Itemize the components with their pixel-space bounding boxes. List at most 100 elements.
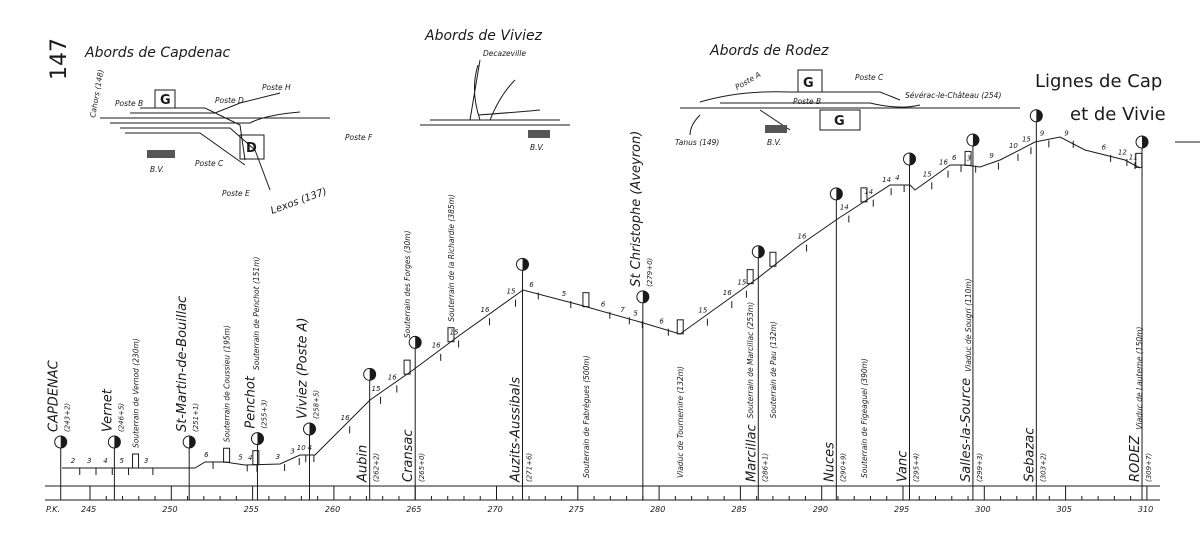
- inset-label: Poste F: [345, 133, 373, 142]
- structure-label: Viaduc de Tournemire (132m): [676, 366, 685, 478]
- station-pk: (271+6): [526, 453, 534, 482]
- axis-tick-label: 250: [162, 505, 177, 514]
- inset-label: Poste C: [195, 159, 224, 168]
- station-half-disc: [522, 258, 529, 271]
- gradient-value: 3: [276, 453, 280, 461]
- gradient-value: 9: [989, 152, 994, 160]
- gradient-value: 14: [840, 204, 849, 212]
- station-half-disc: [415, 336, 422, 349]
- gradient-value: 12: [1118, 148, 1127, 156]
- station: Sebazac(303+2): [1022, 109, 1047, 500]
- station: Viviez (Poste A)(258+5): [296, 317, 321, 500]
- gradient-value: 16: [432, 342, 441, 350]
- station-name: Sebazac: [1022, 428, 1037, 482]
- gradient-value: 15: [1022, 135, 1031, 143]
- station-name: Nuces: [822, 442, 837, 482]
- station-pk: (243+2): [64, 403, 72, 432]
- station-name: Salles-la-Source: [959, 378, 974, 482]
- title-line-1: Lignes de Cap: [1035, 71, 1162, 92]
- axis-tick-label: 290: [813, 505, 828, 514]
- station: Cransac(265+0): [401, 335, 426, 500]
- station-pk: (258+5): [313, 390, 321, 419]
- inset-label: G: [160, 93, 171, 108]
- station-name: St Christophe (Aveyron): [629, 131, 644, 287]
- gradient-value: 16: [388, 373, 397, 381]
- station: St Christophe (Aveyron)(279+0): [629, 131, 654, 500]
- station-pk: (251+1): [192, 403, 200, 432]
- station-pk: (246+5): [117, 403, 125, 432]
- station-half-disc: [60, 436, 67, 448]
- station-name: Auzits-Aussibals: [509, 377, 524, 483]
- station-name: Vanc: [896, 451, 911, 482]
- structure-label: Viaduc de Lauterne (150m): [1135, 327, 1144, 430]
- gradient-value: 3: [967, 155, 971, 163]
- inset-title: Abords de Viviez: [424, 28, 543, 44]
- structure: Souterrain des Forges (30m): [403, 230, 412, 375]
- inset-label: Poste B: [793, 97, 821, 106]
- gradient-value: 4: [248, 454, 252, 462]
- station-pk: (303+2): [1039, 453, 1047, 482]
- station-half-disc: [189, 436, 196, 448]
- gradient-value: 11: [1129, 153, 1138, 161]
- structure-mark: [447, 327, 455, 343]
- structure-mark: [223, 447, 231, 463]
- station-pk: (279+0): [646, 257, 654, 286]
- station: Aubin(262+2): [356, 367, 381, 500]
- station-half-disc: [257, 432, 264, 445]
- inset-label: G: [803, 76, 814, 91]
- axis-tick-label: 300: [975, 505, 990, 514]
- structure-mark: [403, 359, 411, 375]
- structure-mark: [964, 150, 972, 166]
- gradient-value: 7: [620, 306, 625, 314]
- gradient-value: 16: [798, 233, 807, 241]
- structure: Viaduc de Tournemire (132m): [676, 319, 685, 478]
- station: Salles-la-Source(299+3): [959, 133, 984, 500]
- structure-label: Souterrain de Coussieu (195m): [223, 325, 232, 442]
- station-half-disc: [114, 436, 121, 448]
- structure-mark: [769, 251, 777, 267]
- station-name: RODEZ: [1128, 435, 1143, 482]
- station-name: Aubin: [356, 445, 371, 483]
- axis-tick-label: 280: [650, 505, 665, 514]
- gradient-value: 16: [480, 306, 489, 314]
- structure-mark: [676, 319, 684, 335]
- gradient-value: 15: [450, 328, 459, 336]
- station-name: St-Martin-de-Bouillac: [175, 296, 190, 432]
- station-name: CAPDENAC: [47, 359, 62, 432]
- station-pk: (265+0): [418, 453, 426, 482]
- station-half-disc: [1036, 109, 1043, 122]
- inset-label: Tanus (149): [675, 138, 719, 147]
- inset-capdenac: Abords de Capdenac Cahors (148) Poste B …: [84, 45, 373, 217]
- inset-label: G: [834, 114, 845, 129]
- gradient-value: 4: [308, 444, 312, 452]
- axis-tick-label: 270: [488, 505, 503, 514]
- gradient-value: 5: [238, 453, 243, 461]
- station-half-disc: [309, 423, 316, 435]
- gradient-value: 3: [290, 447, 294, 455]
- structure-mark: [132, 453, 140, 469]
- structure-mark: [1135, 152, 1143, 168]
- station-pk: (309+7): [1145, 453, 1153, 482]
- inset-label: Decazeville: [483, 49, 526, 58]
- inset-label: Lexos (137): [269, 186, 328, 217]
- inset-label: Poste C: [855, 73, 884, 82]
- axis-tick-label: 305: [1057, 505, 1072, 514]
- structure: Souterrain de Pau (132m): [769, 251, 778, 418]
- station-pk: (255+3): [260, 399, 268, 428]
- structure-label: Souterrain de Figeaguel (390m): [860, 358, 869, 478]
- station: Marcillac(286+1): [744, 245, 769, 500]
- gradient-value: 9: [1040, 130, 1045, 138]
- inset-label: Poste H: [262, 83, 291, 92]
- station: CAPDENAC(243+2): [47, 359, 72, 500]
- structure: Viaduc de Sougri (110m): [964, 150, 973, 372]
- station: RODEZ(309+7): [1128, 135, 1153, 500]
- inset-label: B.V.: [150, 165, 164, 174]
- gradient-value: 5: [562, 290, 567, 298]
- gradient-value: 6: [204, 451, 209, 459]
- structure-label: Souterrain de Vernod (230m): [132, 338, 141, 448]
- structure: Souterrain de la Richardie (385m): [447, 194, 456, 343]
- gradient-value: 3: [144, 457, 148, 465]
- structure-label: Souterrain des Forges (30m): [403, 230, 412, 338]
